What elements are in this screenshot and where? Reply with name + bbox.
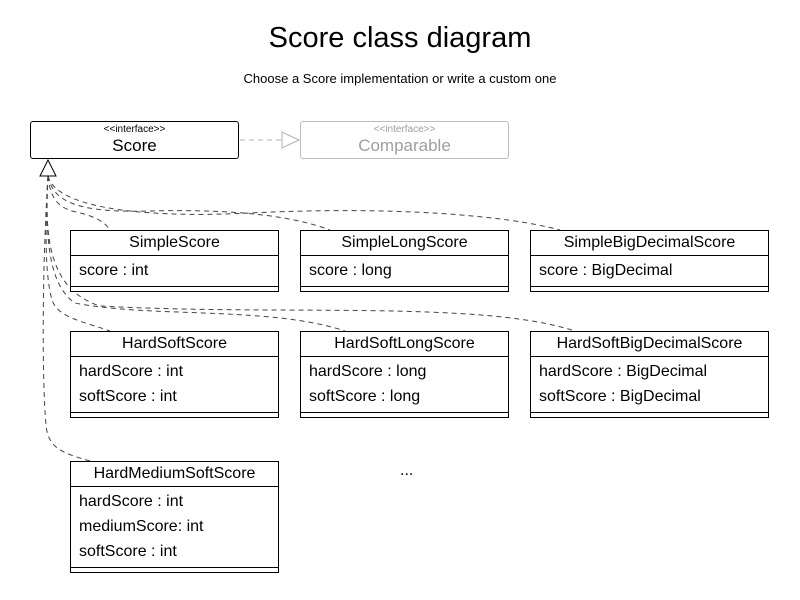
more-implementations-ellipsis: ... <box>400 462 414 479</box>
class-hardmediumsoftscore: HardMediumSoftScore hardScore : int medi… <box>70 461 279 573</box>
class-name: SimpleScore <box>71 231 278 256</box>
class-name: HardMediumSoftScore <box>71 462 278 487</box>
diagram-title: Score class diagram <box>268 22 532 54</box>
comparable-arrowhead <box>281 131 301 149</box>
interface-score: <<interface>> Score <box>30 121 239 159</box>
methods-compartment <box>531 286 768 291</box>
score-stereotype: <<interface>> <box>103 124 166 135</box>
realization-line-simplelongscore <box>47 175 331 231</box>
class-name: HardSoftLongScore <box>301 332 508 357</box>
class-simplebigdecimalscore: SimpleBigDecimalScore score : BigDecimal <box>530 230 769 292</box>
class-name: SimpleLongScore <box>301 231 508 256</box>
methods-compartment <box>71 567 278 572</box>
class-attribute: hardScore : int <box>79 363 184 380</box>
class-attribute: hardScore : int <box>79 493 184 510</box>
class-hardsoftscore: HardSoftScore hardScore : int softScore … <box>70 331 279 418</box>
methods-compartment <box>71 412 278 417</box>
class-hardsoftlongscore: HardSoftLongScore hardScore : long softS… <box>300 331 509 418</box>
realization-line-hardmediumsoftscore <box>42 175 91 462</box>
class-attribute: softScore : BigDecimal <box>539 388 701 405</box>
diagram-subtitle: Choose a Score implementation or write a… <box>243 71 557 86</box>
class-attribute: score : BigDecimal <box>539 262 673 279</box>
score-name: Score <box>112 136 157 155</box>
realization-line-simplebigdecimalscore <box>47 175 561 231</box>
realization-line-simplescore <box>47 175 111 231</box>
methods-compartment <box>71 286 278 291</box>
class-simplelongscore: SimpleLongScore score : long <box>300 230 509 292</box>
methods-compartment <box>301 412 508 417</box>
comparable-name: Comparable <box>358 136 451 155</box>
class-name: HardSoftBigDecimalScore <box>531 332 768 357</box>
methods-compartment <box>301 286 508 291</box>
interface-comparable: <<interface>> Comparable <box>300 121 509 159</box>
class-name: SimpleBigDecimalScore <box>531 231 768 256</box>
class-attribute: hardScore : BigDecimal <box>539 363 708 380</box>
class-attribute: mediumScore: int <box>79 518 204 535</box>
comparable-stereotype: <<interface>> <box>373 124 436 135</box>
class-name: HardSoftScore <box>71 332 278 357</box>
class-hardsoftbigdecimalscore: HardSoftBigDecimalScore hardScore : BigD… <box>530 331 769 418</box>
generalization-arrowhead <box>39 158 57 177</box>
class-attribute: score : long <box>309 262 392 279</box>
class-attribute: softScore : int <box>79 543 177 560</box>
class-attribute: hardScore : long <box>309 363 427 380</box>
class-attribute: softScore : int <box>79 388 177 405</box>
class-attribute: score : int <box>79 262 149 279</box>
class-simplescore: SimpleScore score : int <box>70 230 279 292</box>
methods-compartment <box>531 412 768 417</box>
class-attribute: softScore : long <box>309 388 421 405</box>
